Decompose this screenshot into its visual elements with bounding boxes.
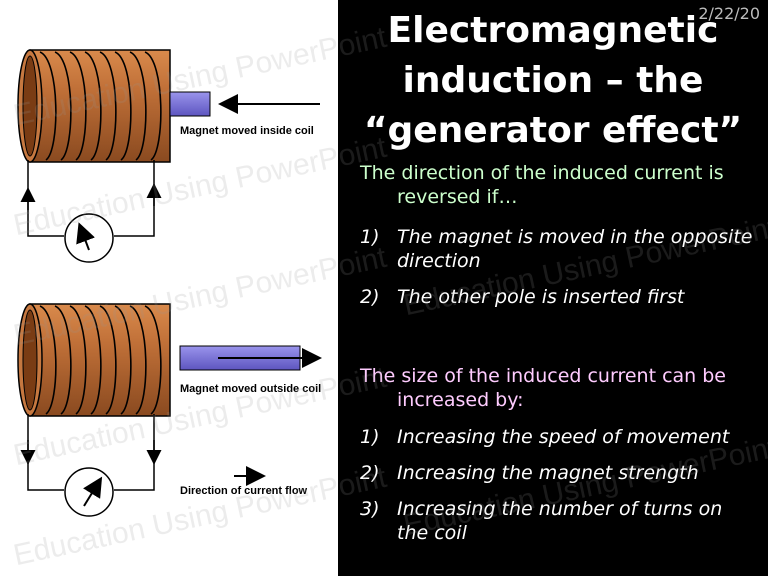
item-text: the coil [397, 522, 467, 544]
diagram-panel: Magnet moved inside coil [0, 0, 338, 576]
direction-lead-line: The direction of the induced current is [360, 162, 724, 184]
top-coil-windings [39, 51, 162, 161]
size-item-1: 1) Increasing the speed of movement [360, 425, 764, 449]
title-line: Electromagnetic [387, 10, 719, 51]
top-magnet [169, 91, 211, 117]
item-number: 1) [360, 226, 380, 248]
size-lead-line: The size of the induced current can be [360, 365, 726, 387]
direction-item-2: 2) The other pole is inserted first [360, 285, 764, 309]
item-text: direction [397, 250, 481, 272]
size-lead: The size of the induced current can be i… [360, 364, 760, 412]
top-label: Magnet moved inside coil [180, 125, 314, 137]
top-coil-group: Magnet moved inside coil [17, 49, 320, 263]
slide-title: Electromagnetic induction – the “generat… [338, 6, 768, 156]
item-number: 2) [360, 286, 380, 308]
text-panel: 2/22/20 Electromagnetic induction – the … [338, 0, 768, 576]
size-item-2: 2) Increasing the magnet strength [360, 461, 764, 485]
direction-lead: The direction of the induced current is … [360, 161, 760, 209]
direction-lead-line: reversed if… [397, 186, 518, 208]
bottom-galvanometer-needle [83, 476, 103, 507]
slide-date: 2/22/20 [698, 4, 760, 23]
item-text: The magnet is moved in the opposite [397, 226, 753, 248]
legend-label: Direction of current flow [180, 485, 308, 497]
item-text: Increasing the speed of movement [397, 426, 730, 448]
size-item-3: 3) Increasing the number of turns on the… [360, 497, 764, 545]
induction-diagram: Magnet moved inside coil [17, 49, 322, 517]
title-line: induction – the [402, 60, 704, 101]
size-lead-line: increased by: [397, 389, 524, 411]
direction-item-1: 1) The magnet is moved in the opposite d… [360, 225, 764, 273]
item-number: 1) [360, 426, 380, 448]
bottom-label: Magnet moved outside coil [180, 383, 321, 395]
item-text: The other pole is inserted first [397, 286, 685, 308]
bottom-coil-windings [39, 305, 162, 415]
item-number: 2) [360, 462, 380, 484]
top-galvanometer [64, 213, 114, 263]
top-galvanometer-needle [76, 222, 95, 251]
bottom-galvanometer [64, 467, 114, 517]
item-text: Increasing the number of turns on [397, 498, 723, 520]
item-number: 3) [360, 498, 380, 520]
item-text: Increasing the magnet strength [397, 462, 699, 484]
title-line: “generator effect” [363, 110, 743, 151]
bottom-coil-group: Magnet moved outside coil Direction of c… [17, 303, 322, 517]
